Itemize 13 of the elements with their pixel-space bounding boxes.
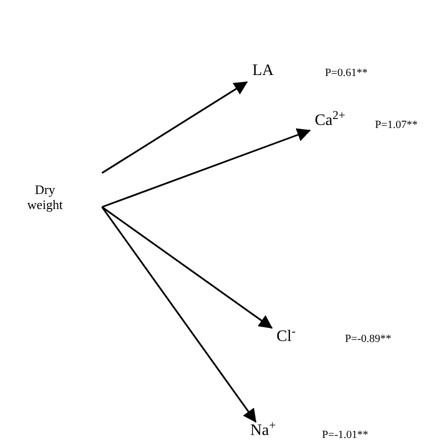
arrow: [101, 206, 257, 423]
coefficient-label: P=-0.89**: [345, 334, 392, 345]
coefficient-label: P=-1.01**: [322, 430, 368, 441]
coefficient-label: P=0.61**: [325, 68, 368, 79]
coefficient-label: P=1.07**: [375, 120, 418, 131]
node-label: LA: [247, 62, 279, 80]
node-label: Ca$^{2+}$: [310, 112, 350, 130]
node-label: Cl$^{-}$: [271, 328, 301, 346]
arrow: [102, 206, 273, 329]
arrow: [102, 128, 311, 208]
arrow: [102, 81, 248, 174]
node-label: Dry weight: [20, 183, 70, 213]
node-label: Na$^{+}$: [245, 422, 281, 440]
